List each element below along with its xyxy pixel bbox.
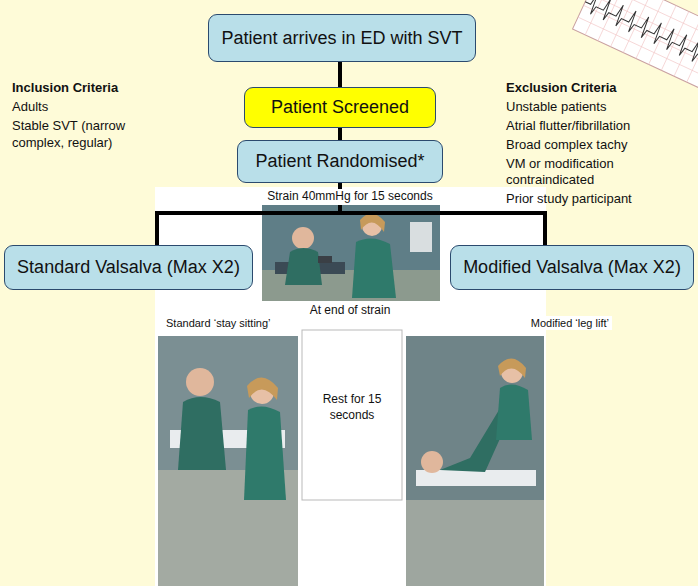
criteria-heading: Exclusion Criteria bbox=[506, 80, 692, 97]
box-label: Patient arrives in ED with SVT bbox=[221, 28, 462, 49]
sitting-photo bbox=[158, 336, 298, 586]
box-label: Patient Randomised* bbox=[255, 151, 424, 172]
photo-caption: Rest for 15 seconds bbox=[309, 392, 395, 423]
criteria-item: VM or modification contraindicated bbox=[506, 156, 692, 190]
arm-box: Standard Valsalva (Max X2) bbox=[4, 245, 253, 290]
photo-caption: Modified ‘leg lift’ bbox=[528, 316, 612, 330]
flow-connector bbox=[338, 62, 342, 87]
leg-lift-photo bbox=[406, 336, 544, 586]
box-label: Standard Valsalva (Max X2) bbox=[17, 257, 240, 278]
strain-photo bbox=[262, 205, 440, 301]
criteria-heading: Inclusion Criteria bbox=[12, 80, 152, 97]
criteria-item: Broad complex tachy bbox=[506, 137, 692, 154]
criteria-item: Stable SVT (narrow complex, regular) bbox=[12, 118, 152, 152]
box-label: Modified Valsalva (Max X2) bbox=[463, 257, 681, 278]
photo-caption: At end of strain bbox=[307, 303, 394, 319]
ecg-strip bbox=[573, 0, 698, 88]
screen-box: Patient Screened bbox=[244, 87, 436, 128]
randomise-box: Patient Randomised* bbox=[237, 140, 443, 183]
rest-frame bbox=[302, 330, 402, 500]
start-box: Patient arrives in ED with SVT bbox=[208, 14, 476, 62]
criteria-item: Adults bbox=[12, 99, 152, 116]
box-label: Patient Screened bbox=[271, 97, 409, 118]
criteria-item: Unstable patients bbox=[506, 99, 692, 116]
photo-caption: Strain 40mmHg for 15 seconds bbox=[264, 189, 435, 205]
criteria-item: Prior study participant bbox=[506, 191, 692, 208]
arm-box: Modified Valsalva (Max X2) bbox=[450, 245, 694, 290]
criteria-item: Atrial flutter/fibrillation bbox=[506, 118, 692, 135]
exclusion-list: Exclusion CriteriaUnstable patientsAtria… bbox=[506, 80, 692, 210]
inclusion-list: Inclusion CriteriaAdultsStable SVT (narr… bbox=[12, 80, 152, 154]
photo-caption: Standard ‘stay sitting’ bbox=[163, 316, 274, 330]
flow-connector bbox=[338, 128, 342, 140]
